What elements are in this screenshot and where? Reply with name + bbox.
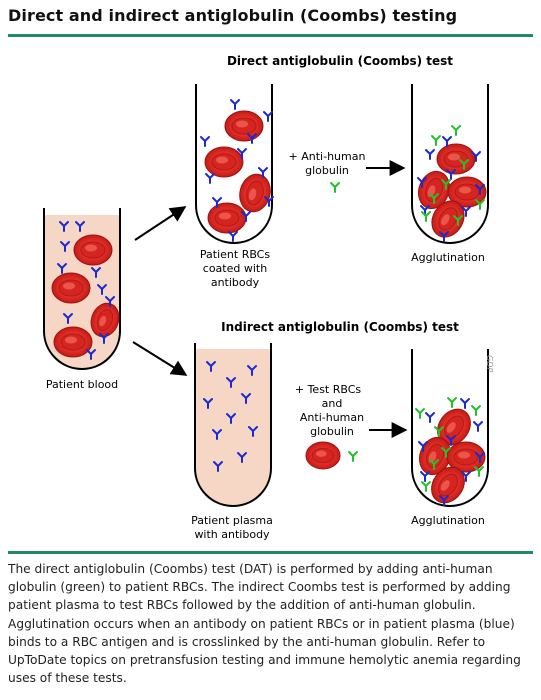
direct-reagent-label: + Anti-human globulin [289, 150, 366, 177]
coombs-diagram: Direct antiglobulin (Coombs) test Indire… [43, 54, 494, 541]
coated-rbc-label: Patient RBCs coated with antibody [200, 248, 270, 289]
direct-antiglobulin-icon [330, 182, 340, 193]
indirect-reagent-line3: Anti-human [300, 411, 364, 424]
indirect-reagent-line4: globulin [310, 425, 354, 438]
coated-rbc-label-line1: Patient RBCs [200, 248, 270, 261]
page-title: Direct and indirect antiglobulin (Coombs… [8, 6, 458, 25]
plasma-label-line2: with antibody [194, 528, 270, 541]
indirect-reagent-line1: + Test RBCs [295, 383, 362, 396]
indirect-reagent-label: + Test RBCs and Anti-human globulin [295, 383, 364, 438]
indirect-agglutination-tube [411, 349, 489, 507]
title-divider [8, 34, 533, 37]
direct-agglutination-tube [411, 84, 489, 244]
coated-rbc-label-line3: antibody [211, 276, 260, 289]
arrow-to-indirect [132, 341, 188, 376]
indirect-result-label: Agglutination [411, 514, 485, 527]
figure-caption: The direct antiglobulin (Coombs) test (D… [8, 562, 521, 686]
patient-blood-label: Patient blood [46, 378, 118, 391]
caption-divider [8, 551, 533, 554]
indirect-test-heading: Indirect antiglobulin (Coombs) test [221, 320, 459, 334]
coated-rbc-label-line2: coated with [203, 262, 267, 275]
coated-rbc-tube [195, 84, 273, 244]
direct-result-label: Agglutination [411, 251, 485, 264]
indirect-antiglobulin-icon [348, 451, 358, 462]
plasma-label-line1: Patient plasma [191, 514, 273, 527]
direct-test-heading: Direct antiglobulin (Coombs) test [227, 54, 453, 68]
patient-plasma-tube [194, 343, 272, 507]
direct-reagent-line1: + Anti-human [289, 150, 366, 163]
direct-reagent-line2: globulin [305, 164, 349, 177]
indirect-agglutinated-rbcs [413, 402, 486, 510]
test-rbc-icon [305, 441, 341, 470]
artist-signature: GDP [485, 355, 494, 372]
plasma-label: Patient plasma with antibody [191, 514, 273, 541]
arrow-to-direct [134, 206, 187, 241]
indirect-reagent-line2: and [322, 397, 343, 410]
